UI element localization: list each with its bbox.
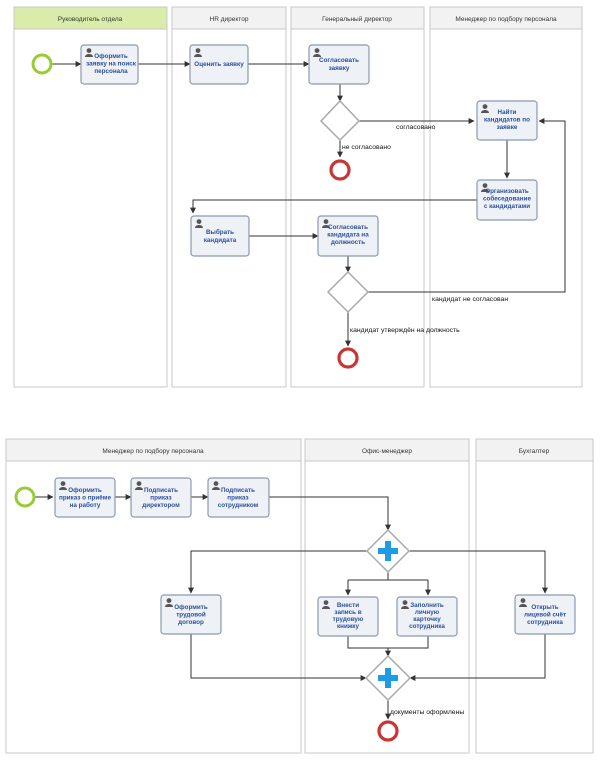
lane-title: Менеджер по подбору персонала	[455, 15, 557, 23]
edge-label-candidate-not-agreed: кандидат не согласован	[432, 296, 508, 303]
edge-label-not-agreed: не согласовано	[342, 144, 391, 151]
lane-title: Офис-менеджер	[362, 448, 412, 455]
lane-office-manager: Офис-менеджер	[304, 438, 470, 754]
lane-title: Менеджер по подбору персонала	[102, 447, 204, 455]
end-event-rejected	[329, 159, 351, 181]
flow-edges-2	[35, 494, 548, 720]
edge-label-candidate-approved: кандидат утверждён на должность	[350, 327, 460, 334]
edge-label-docs-done: документы оформлены	[390, 709, 464, 716]
flow-edges	[52, 61, 566, 347]
start-event	[31, 53, 53, 75]
parallel-gateway-join	[364, 654, 412, 702]
lane-title: Бухгалтер	[519, 448, 550, 455]
parallel-gateway-split	[365, 528, 411, 574]
edge-label-agreed: согласовано	[396, 124, 436, 131]
lane-title: Руководитель отдела	[58, 16, 123, 23]
end-event-hired	[337, 347, 359, 369]
start-event	[14, 486, 36, 508]
lane-title: HR директор	[210, 16, 249, 23]
diagram-1: Руководитель отдела HR директор Генераль…	[13, 6, 583, 388]
diagram-2: Менеджер по подбору персонала Офис-менед…	[5, 438, 594, 754]
lane-title: Генеральный директор	[322, 15, 392, 23]
end-event	[377, 720, 399, 742]
decision-gateway	[319, 99, 361, 142]
svg-text:Оценить заявку: Оценить заявку	[194, 61, 244, 68]
task-evaluate-request[interactable]: Оценить заявку	[189, 44, 249, 85]
decision-gateway	[326, 270, 370, 314]
